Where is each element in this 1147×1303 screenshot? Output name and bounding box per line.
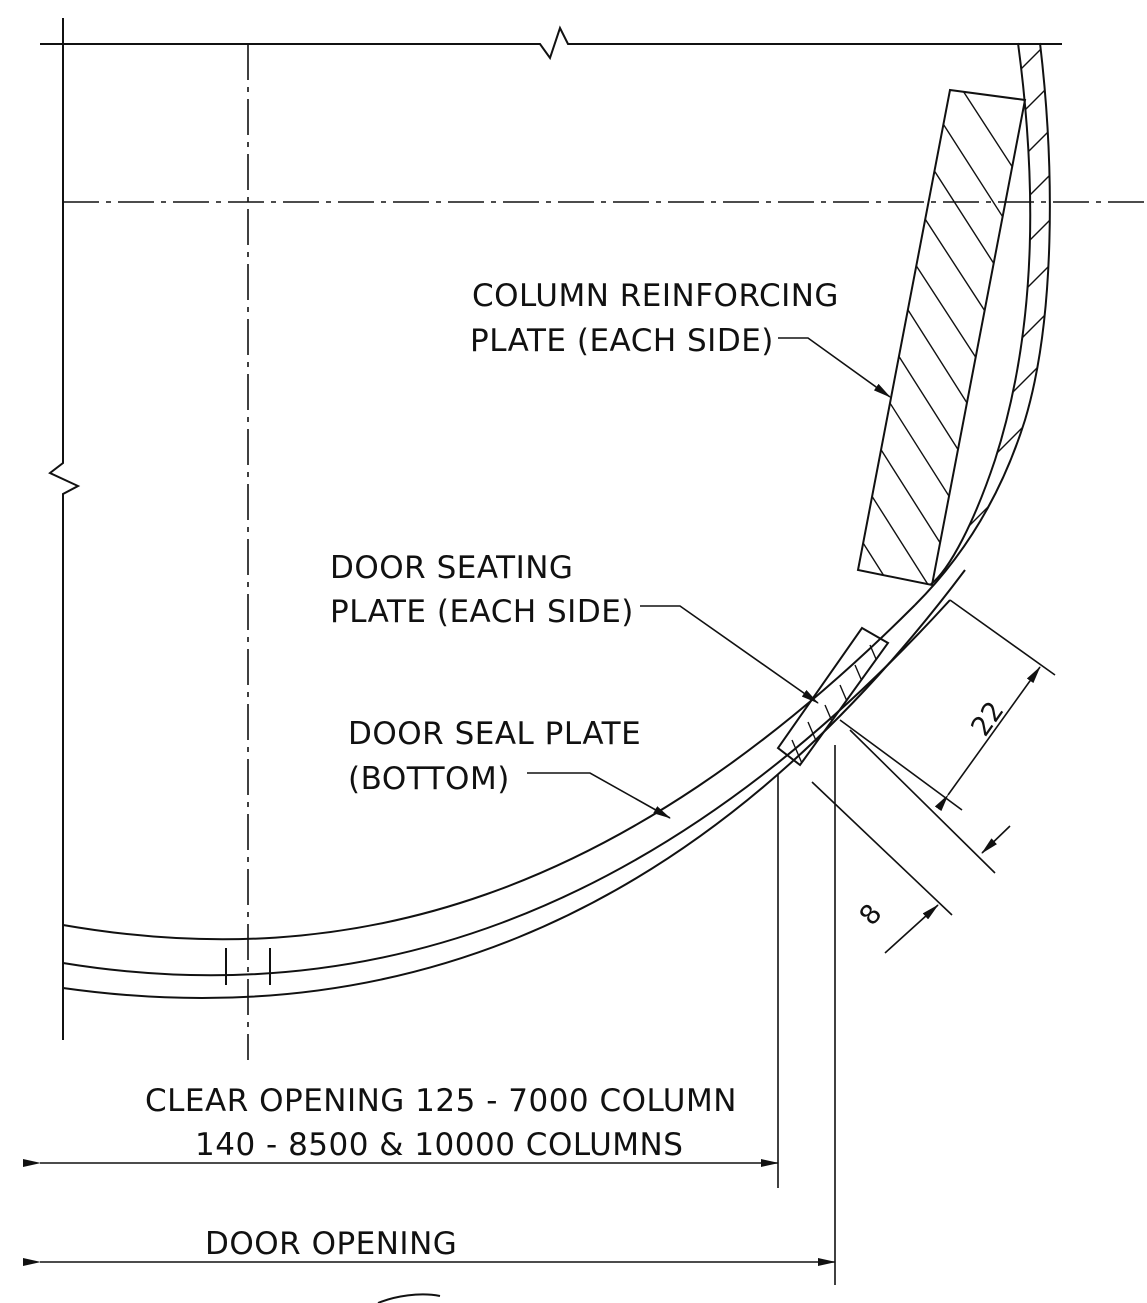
door-seal-label-2: (BOTTOM) — [348, 761, 510, 797]
door-seating-label-2: PLATE (EACH SIDE) — [330, 594, 634, 630]
clear-opening-label-1: CLEAR OPENING 125 - 7000 COLUMN — [145, 1083, 737, 1119]
door-opening-label: DOOR OPENING — [205, 1226, 457, 1262]
column-reinforcing-label-1: COLUMN REINFORCING — [472, 278, 839, 314]
dim8-ext-2 — [811, 781, 953, 916]
detail-bubble-edge — [377, 1293, 441, 1303]
left-break-line — [48, 18, 81, 1040]
dim-22-text: 22 — [965, 696, 1010, 742]
dim8-ext-1 — [849, 729, 996, 874]
dim22-line — [934, 666, 1041, 812]
door-seal-arc-1 — [62, 604, 916, 941]
door-seal-arc-3 — [62, 569, 966, 1000]
top-break-line — [40, 25, 1062, 61]
seal-leader — [527, 772, 671, 819]
door-seal-arc-2 — [62, 599, 951, 977]
column-reinforcing-label-2: PLATE (EACH SIDE) — [470, 323, 774, 359]
dim8-leader — [884, 904, 939, 954]
door-seating-label-1: DOOR SEATING — [330, 550, 573, 586]
column-reinforcing-plate — [856, 88, 1027, 587]
dim8-leader-2 — [981, 825, 1011, 854]
reinforcing-leader — [778, 337, 891, 398]
door-seating-plate — [776, 626, 890, 767]
door-seal-label-1: DOOR SEAL PLATE — [348, 716, 641, 752]
seating-leader — [640, 605, 819, 704]
dim22-ext-2 — [839, 719, 963, 811]
dim22-ext-1 — [949, 599, 1056, 676]
clear-opening-label-2: 140 - 8500 & 10000 COLUMNS — [195, 1127, 683, 1163]
dim-8-text: 8 — [854, 898, 889, 931]
column-shell-inner — [929, 42, 1032, 586]
column-shell-outer — [914, 42, 1051, 606]
